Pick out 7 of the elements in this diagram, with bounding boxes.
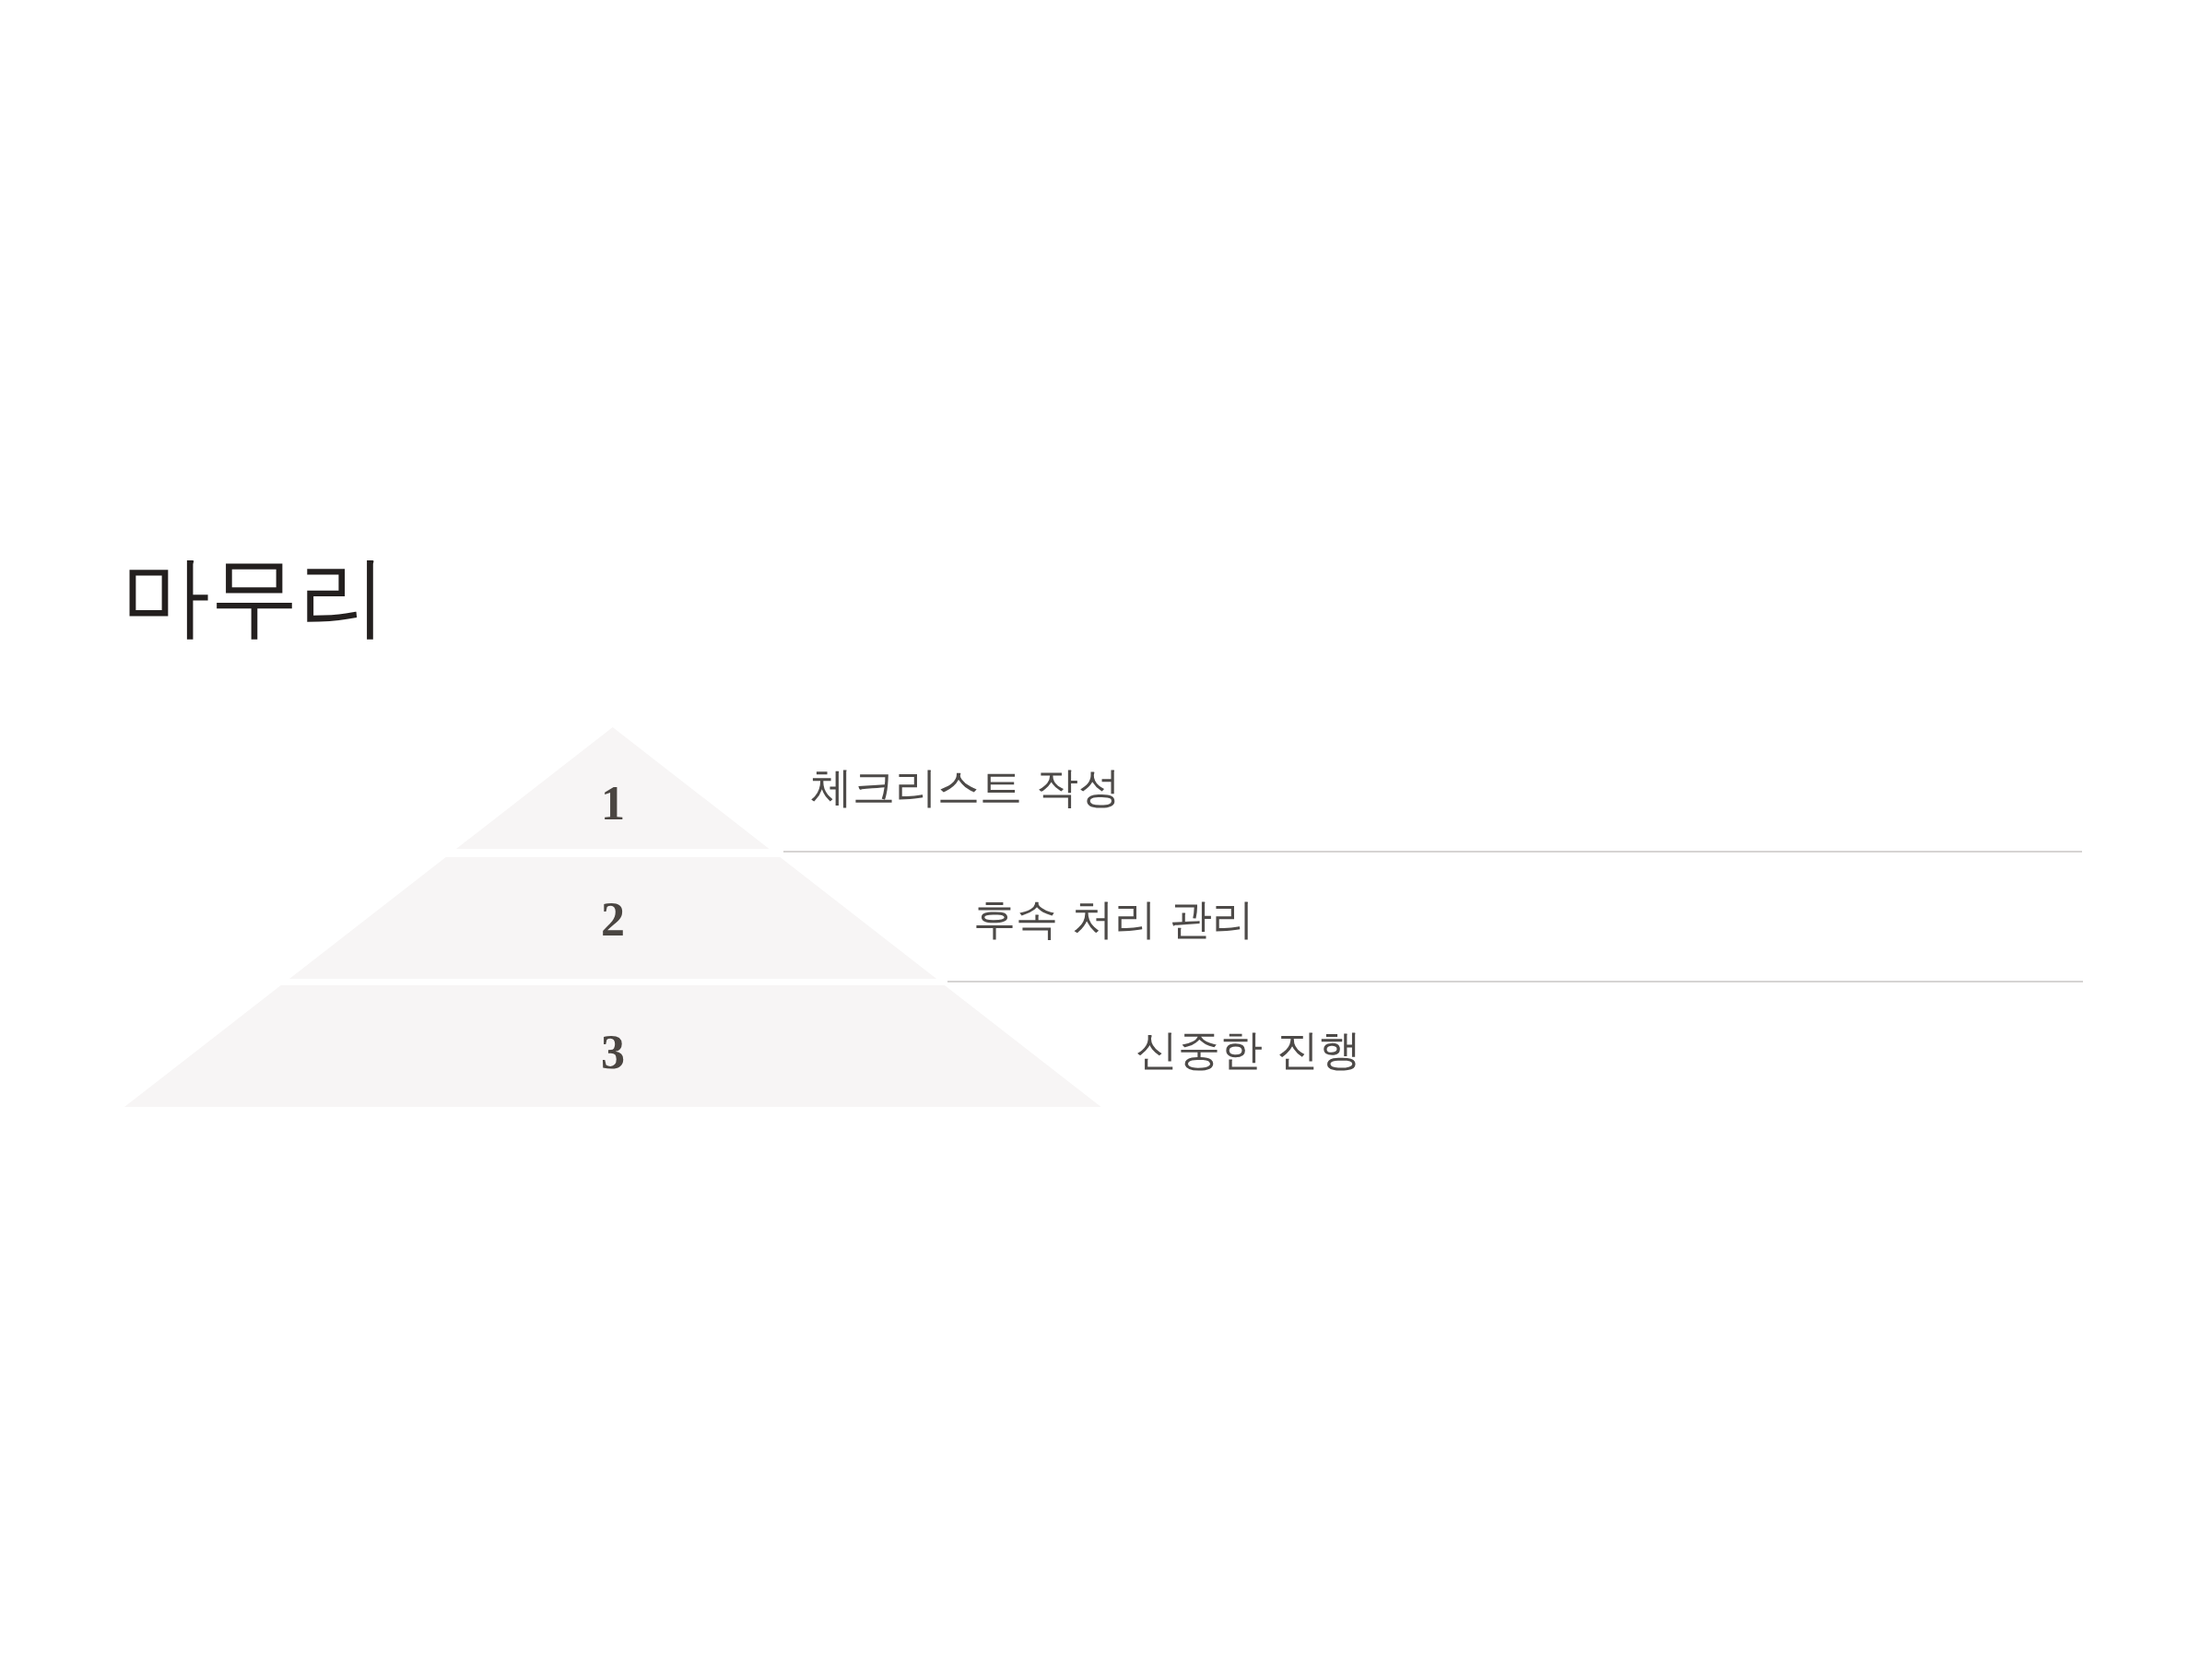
tier-number: 2 — [601, 896, 625, 944]
tier-number: 1 — [601, 780, 625, 828]
slide-title: 마무리 — [122, 546, 387, 648]
tier-label: 신중한 진행 — [1135, 1025, 1361, 1077]
tier-label: 후속 처리 관리 — [973, 894, 1255, 946]
tier-number: 3 — [601, 1029, 625, 1077]
tier-label: 체크리스트 작성 — [810, 762, 1121, 814]
